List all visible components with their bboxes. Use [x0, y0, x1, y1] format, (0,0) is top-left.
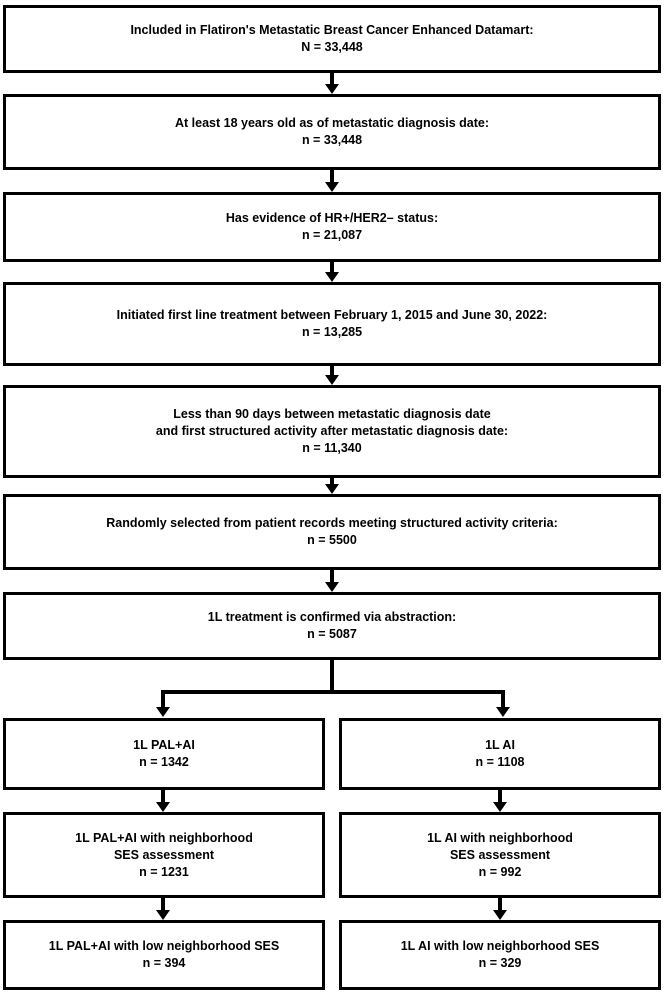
node-count: n = 11,340 [302, 441, 362, 455]
arrowhead-icon [496, 707, 510, 717]
node-text-line: 1L AI with neighborhood [427, 830, 573, 845]
connector-shaft [330, 478, 334, 485]
connector-shaft [330, 262, 334, 273]
node-count: n = 13,285 [301, 325, 363, 339]
fork-bar [161, 690, 505, 694]
branch-split-connector [0, 660, 666, 718]
node-text-line: Randomly selected from patient records m… [106, 516, 558, 530]
arrowhead-icon [156, 910, 170, 920]
arrowhead-icon [325, 84, 339, 94]
arrowhead-icon [325, 582, 339, 592]
connector-shaft [498, 898, 502, 911]
connector-arrow-age18-to-hrher2 [325, 170, 339, 192]
node-text-line: Has evidence of HR+/HER2– status: [225, 211, 439, 225]
arrowhead-icon [325, 182, 339, 192]
node-count: n = 394 [142, 956, 186, 970]
flow-node-firstline-window: Initiated first line treatment between F… [3, 282, 661, 366]
connector-arrow-palai-ses-to-low-ses [156, 898, 170, 920]
connector-shaft [330, 570, 334, 583]
flow-node-hrher2: Has evidence of HR+/HER2– status: n = 21… [3, 192, 661, 262]
node-text-line: Initiated first line treatment between F… [116, 308, 548, 322]
connector-arrow-ai-ses-to-low-ses [493, 898, 507, 920]
arrowhead-icon [493, 802, 507, 812]
node-text-line: 1L PAL+AI with low neighborhood SES [48, 939, 280, 953]
fork-leg-left [161, 690, 165, 708]
connector-shaft [498, 790, 502, 803]
node-text-line: 1L treatment is confirmed via abstractio… [207, 610, 457, 624]
connector-shaft [330, 73, 334, 85]
node-text-line: 1L AI [485, 738, 515, 752]
node-text-line: SES assessment [113, 847, 215, 862]
node-count: n = 33,448 [301, 133, 363, 147]
flow-node-age18: At least 18 years old as of metastatic d… [3, 94, 661, 170]
arrowhead-icon [325, 375, 339, 385]
flow-node-ai: 1L AI n = 1108 [339, 718, 661, 790]
connector-arrow-palai-to-palai-ses [156, 790, 170, 812]
node-count: n = 5087 [307, 627, 357, 641]
arrowhead-icon [325, 484, 339, 494]
node-count: n = 1108 [475, 755, 525, 769]
flow-node-ai-low-ses: 1L AI with low neighborhood SES n = 329 [339, 920, 661, 990]
flow-node-pal-ai: 1L PAL+AI n = 1342 [3, 718, 325, 790]
node-text-line: Included in Flatiron's Metastatic Breast… [130, 23, 534, 37]
connector-shaft [330, 170, 334, 183]
flow-node-abstraction-confirmed: 1L treatment is confirmed via abstractio… [3, 592, 661, 660]
node-text-line: 1L PAL+AI with neighborhood [75, 830, 253, 845]
connector-shaft [161, 790, 165, 803]
node-count: n = 1231 [139, 864, 189, 879]
connector-arrow-datamart-to-age18 [325, 73, 339, 94]
node-text-line: 1L PAL+AI [133, 738, 195, 752]
flow-node-random-selection: Randomly selected from patient records m… [3, 494, 661, 570]
flow-node-pal-ai-low-ses: 1L PAL+AI with low neighborhood SES n = … [3, 920, 325, 990]
connector-arrow-random-to-abstraction [325, 570, 339, 592]
node-text-line: and first structured activity after meta… [155, 424, 509, 438]
node-count: N = 33,448 [301, 40, 363, 54]
flow-node-ai-ses: 1L AI with neighborhood SES assessment n… [339, 812, 661, 898]
arrowhead-icon [325, 272, 339, 282]
arrowhead-icon [493, 910, 507, 920]
node-text-line: 1L AI with low neighborhood SES [400, 939, 600, 953]
fork-leg-right [501, 690, 505, 708]
connector-arrow-lt90days-to-random [325, 478, 339, 494]
connector-shaft [161, 898, 165, 911]
flow-node-pal-ai-ses: 1L PAL+AI with neighborhood SES assessme… [3, 812, 325, 898]
connector-arrow-firstline-to-lt90days [325, 366, 339, 385]
flow-node-datamart: Included in Flatiron's Metastatic Breast… [3, 5, 661, 73]
connector-arrow-hrher2-to-firstline [325, 262, 339, 282]
flow-node-lt90days: Less than 90 days between metastatic dia… [3, 385, 661, 478]
node-text-line: Less than 90 days between metastatic dia… [173, 407, 491, 421]
arrowhead-icon [156, 707, 170, 717]
node-count: n = 5500 [307, 533, 357, 547]
connector-arrow-ai-to-ai-ses [493, 790, 507, 812]
fork-stem [330, 660, 334, 692]
node-count: n = 21,087 [301, 228, 363, 242]
node-count: n = 1342 [139, 755, 189, 769]
arrowhead-icon [156, 802, 170, 812]
node-count: n = 992 [478, 864, 522, 879]
connector-shaft [330, 366, 334, 376]
node-text-line: SES assessment [449, 847, 551, 862]
node-count: n = 329 [478, 956, 522, 970]
node-text-line: At least 18 years old as of metastatic d… [174, 116, 489, 130]
